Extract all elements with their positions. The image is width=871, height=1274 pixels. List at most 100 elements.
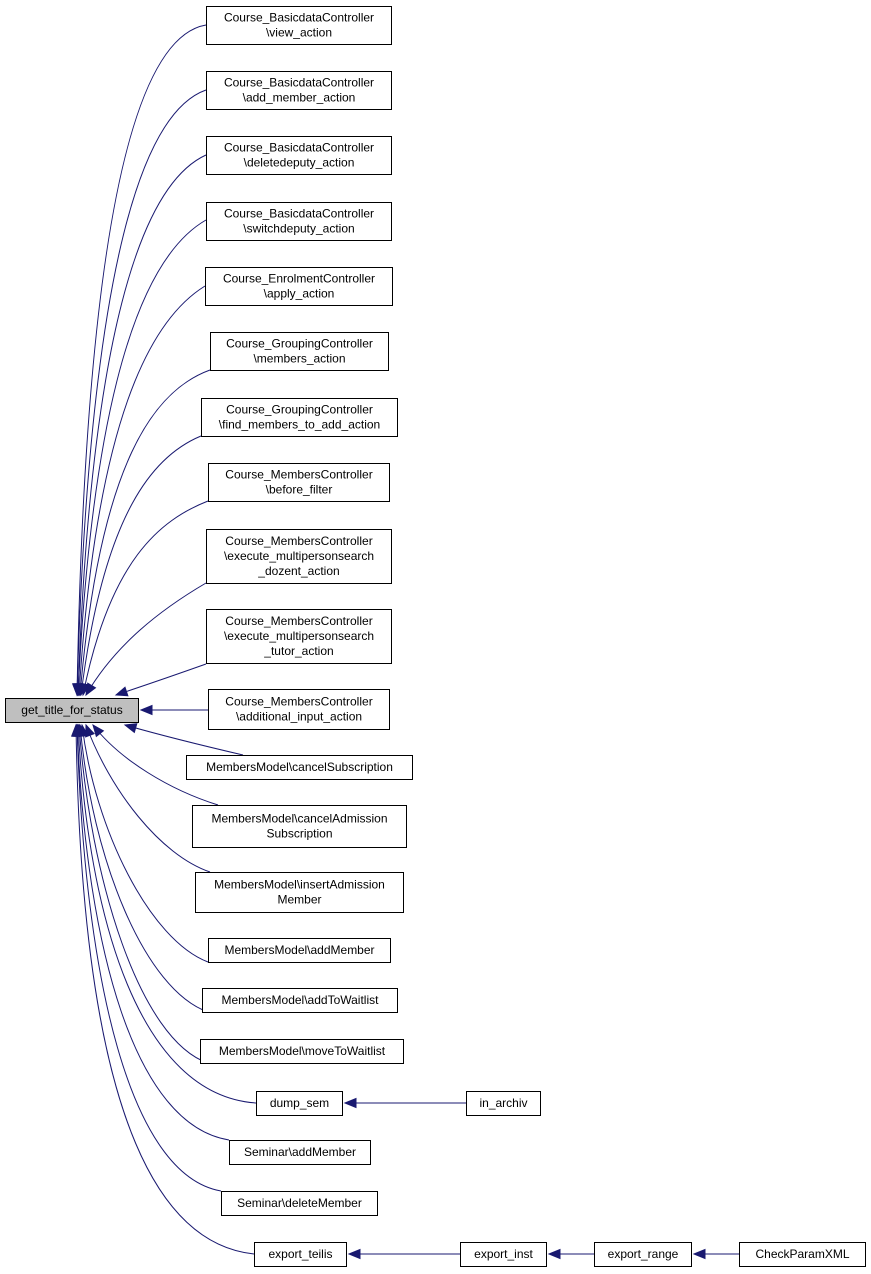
node-box	[195, 872, 404, 913]
arrowhead-icon	[343, 1097, 357, 1109]
node-box	[200, 1039, 404, 1064]
node-box	[229, 1140, 371, 1165]
node-gc-find-members[interactable]: Course_GroupingController\find_members_t…	[201, 398, 398, 437]
node-label: Course_BasicdataController	[224, 11, 374, 25]
node-box	[206, 609, 392, 664]
node-ec-apply[interactable]: Course_EnrolmentController\apply_action	[205, 267, 393, 306]
node-mm-cancel-subscription[interactable]: MembersModel\cancelSubscription	[186, 755, 413, 780]
node-bdc-switchdeputy[interactable]: Course_BasicdataController\switchdeputy_…	[206, 202, 392, 241]
node-gc-members[interactable]: Course_GroupingController\members_action	[210, 332, 389, 371]
node-label: Course_EnrolmentController	[223, 272, 375, 286]
node-mc-before-filter[interactable]: Course_MembersController\before_filter	[208, 463, 390, 502]
node-box	[466, 1091, 541, 1116]
node-box	[201, 398, 398, 437]
node-label: \add_member_action	[243, 91, 356, 105]
node-box	[206, 6, 392, 45]
node-mc-exec-dozent[interactable]: Course_MembersController\execute_multipe…	[206, 529, 392, 584]
node-box	[206, 529, 392, 584]
node-label: Course_GroupingController	[226, 337, 373, 351]
edge-export_teilis-to-get_title_for_status	[70, 723, 255, 1255]
edge-line	[85, 724, 211, 873]
edge-line	[79, 724, 209, 1013]
edge-gc_find_members-to-get_title_for_status	[77, 435, 202, 697]
edge-line	[77, 724, 257, 1104]
node-label: \execute_multipersonsearch	[224, 549, 374, 563]
node-label: in_archiv	[479, 1096, 527, 1110]
node-mm-add-to-waitlist[interactable]: MembersModel\addToWaitlist	[202, 988, 398, 1013]
node-mm-add-member[interactable]: MembersModel\addMember	[208, 938, 391, 963]
node-in-archiv[interactable]: in_archiv	[466, 1091, 541, 1116]
node-label: Course_BasicdataController	[224, 141, 374, 155]
node-box	[208, 689, 390, 730]
edge-line	[92, 724, 219, 806]
node-export-range[interactable]: export_range	[594, 1242, 692, 1267]
edge-export_inst-to-export_teilis	[347, 1248, 460, 1260]
node-label: Course_MembersController	[225, 468, 372, 482]
edge-mm_insert_admission-to-get_title_for_status	[85, 723, 211, 873]
node-mc-exec-tutor[interactable]: Course_MembersController\execute_multipe…	[206, 609, 392, 664]
node-bdc-view[interactable]: Course_BasicdataController\view_action	[206, 6, 392, 45]
node-export-inst[interactable]: export_inst	[460, 1242, 547, 1267]
edge-mm_cancel_subscription-to-get_title_for_status	[123, 723, 244, 756]
edge-check_param_xml-to-export_range	[692, 1248, 739, 1260]
node-box	[5, 698, 139, 723]
edge-line	[115, 663, 207, 696]
node-mc-additional-input[interactable]: Course_MembersController\additional_inpu…	[208, 689, 390, 730]
node-dump-sem[interactable]: dump_sem	[256, 1091, 343, 1116]
edge-line	[79, 369, 211, 696]
node-label: \execute_multipersonsearch	[224, 629, 374, 643]
edge-line	[78, 285, 206, 696]
edge-line	[85, 582, 207, 696]
node-box	[208, 463, 390, 502]
edge-line	[124, 724, 244, 756]
node-seminar-add-member[interactable]: Seminar\addMember	[229, 1140, 371, 1165]
node-label: Subscription	[266, 827, 332, 841]
node-label: Seminar\addMember	[244, 1145, 356, 1159]
edge-line	[78, 724, 209, 1064]
node-label: Course_GroupingController	[226, 403, 373, 417]
node-label: Seminar\deleteMember	[237, 1196, 362, 1210]
node-bdc-deletedeputy[interactable]: Course_BasicdataController\deletedeputy_…	[206, 136, 392, 175]
node-label: get_title_for_status	[21, 703, 122, 717]
node-label: Course_BasicdataController	[224, 76, 374, 90]
node-label: _tutor_action	[263, 644, 333, 658]
edge-seminar_add_member-to-get_title_for_status	[72, 723, 230, 1141]
node-box	[206, 71, 392, 110]
node-label: dump_sem	[270, 1096, 329, 1110]
node-check-param-xml[interactable]: CheckParamXML	[739, 1242, 866, 1267]
node-label: CheckParamXML	[755, 1247, 849, 1261]
edge-line	[76, 724, 222, 1192]
edge-mm_cancel_admission-to-get_title_for_status	[92, 723, 219, 806]
node-mm-move-to-waitlist[interactable]: MembersModel\moveToWaitlist	[200, 1039, 404, 1064]
node-label: \find_members_to_add_action	[219, 418, 380, 432]
node-label: Course_MembersController	[225, 534, 372, 548]
arrowhead-icon	[547, 1248, 561, 1260]
edge-line	[76, 24, 207, 696]
arrowhead-icon	[92, 723, 105, 738]
node-export-teilis[interactable]: export_teilis	[254, 1242, 347, 1267]
edge-bdc_deletedeputy-to-get_title_for_status	[73, 154, 207, 697]
node-label: MembersModel\cancelSubscription	[206, 760, 393, 774]
node-label: export_range	[608, 1247, 679, 1261]
node-label: MembersModel\moveToWaitlist	[219, 1044, 386, 1058]
node-label: Member	[277, 893, 321, 907]
node-seminar-delete-member[interactable]: Seminar\deleteMember	[221, 1191, 378, 1216]
node-label: \members_action	[253, 352, 345, 366]
node-label: Course_BasicdataController	[224, 207, 374, 221]
edge-line	[81, 724, 209, 963]
edge-mc_before_filter-to-get_title_for_status	[80, 500, 209, 697]
node-box	[192, 805, 407, 848]
edge-export_range-to-export_inst	[547, 1248, 594, 1260]
node-label: \before_filter	[266, 483, 333, 497]
arrowhead-icon	[139, 704, 153, 716]
node-box	[254, 1242, 347, 1267]
edge-line	[82, 500, 209, 696]
arrowhead-icon	[123, 723, 138, 734]
node-label: MembersModel\addMember	[224, 943, 374, 957]
node-get-title-for-status[interactable]: get_title_for_status	[5, 698, 139, 723]
node-bdc-add-member[interactable]: Course_BasicdataController\add_member_ac…	[206, 71, 392, 110]
edge-mc_exec_dozent-to-get_title_for_status	[85, 582, 207, 697]
